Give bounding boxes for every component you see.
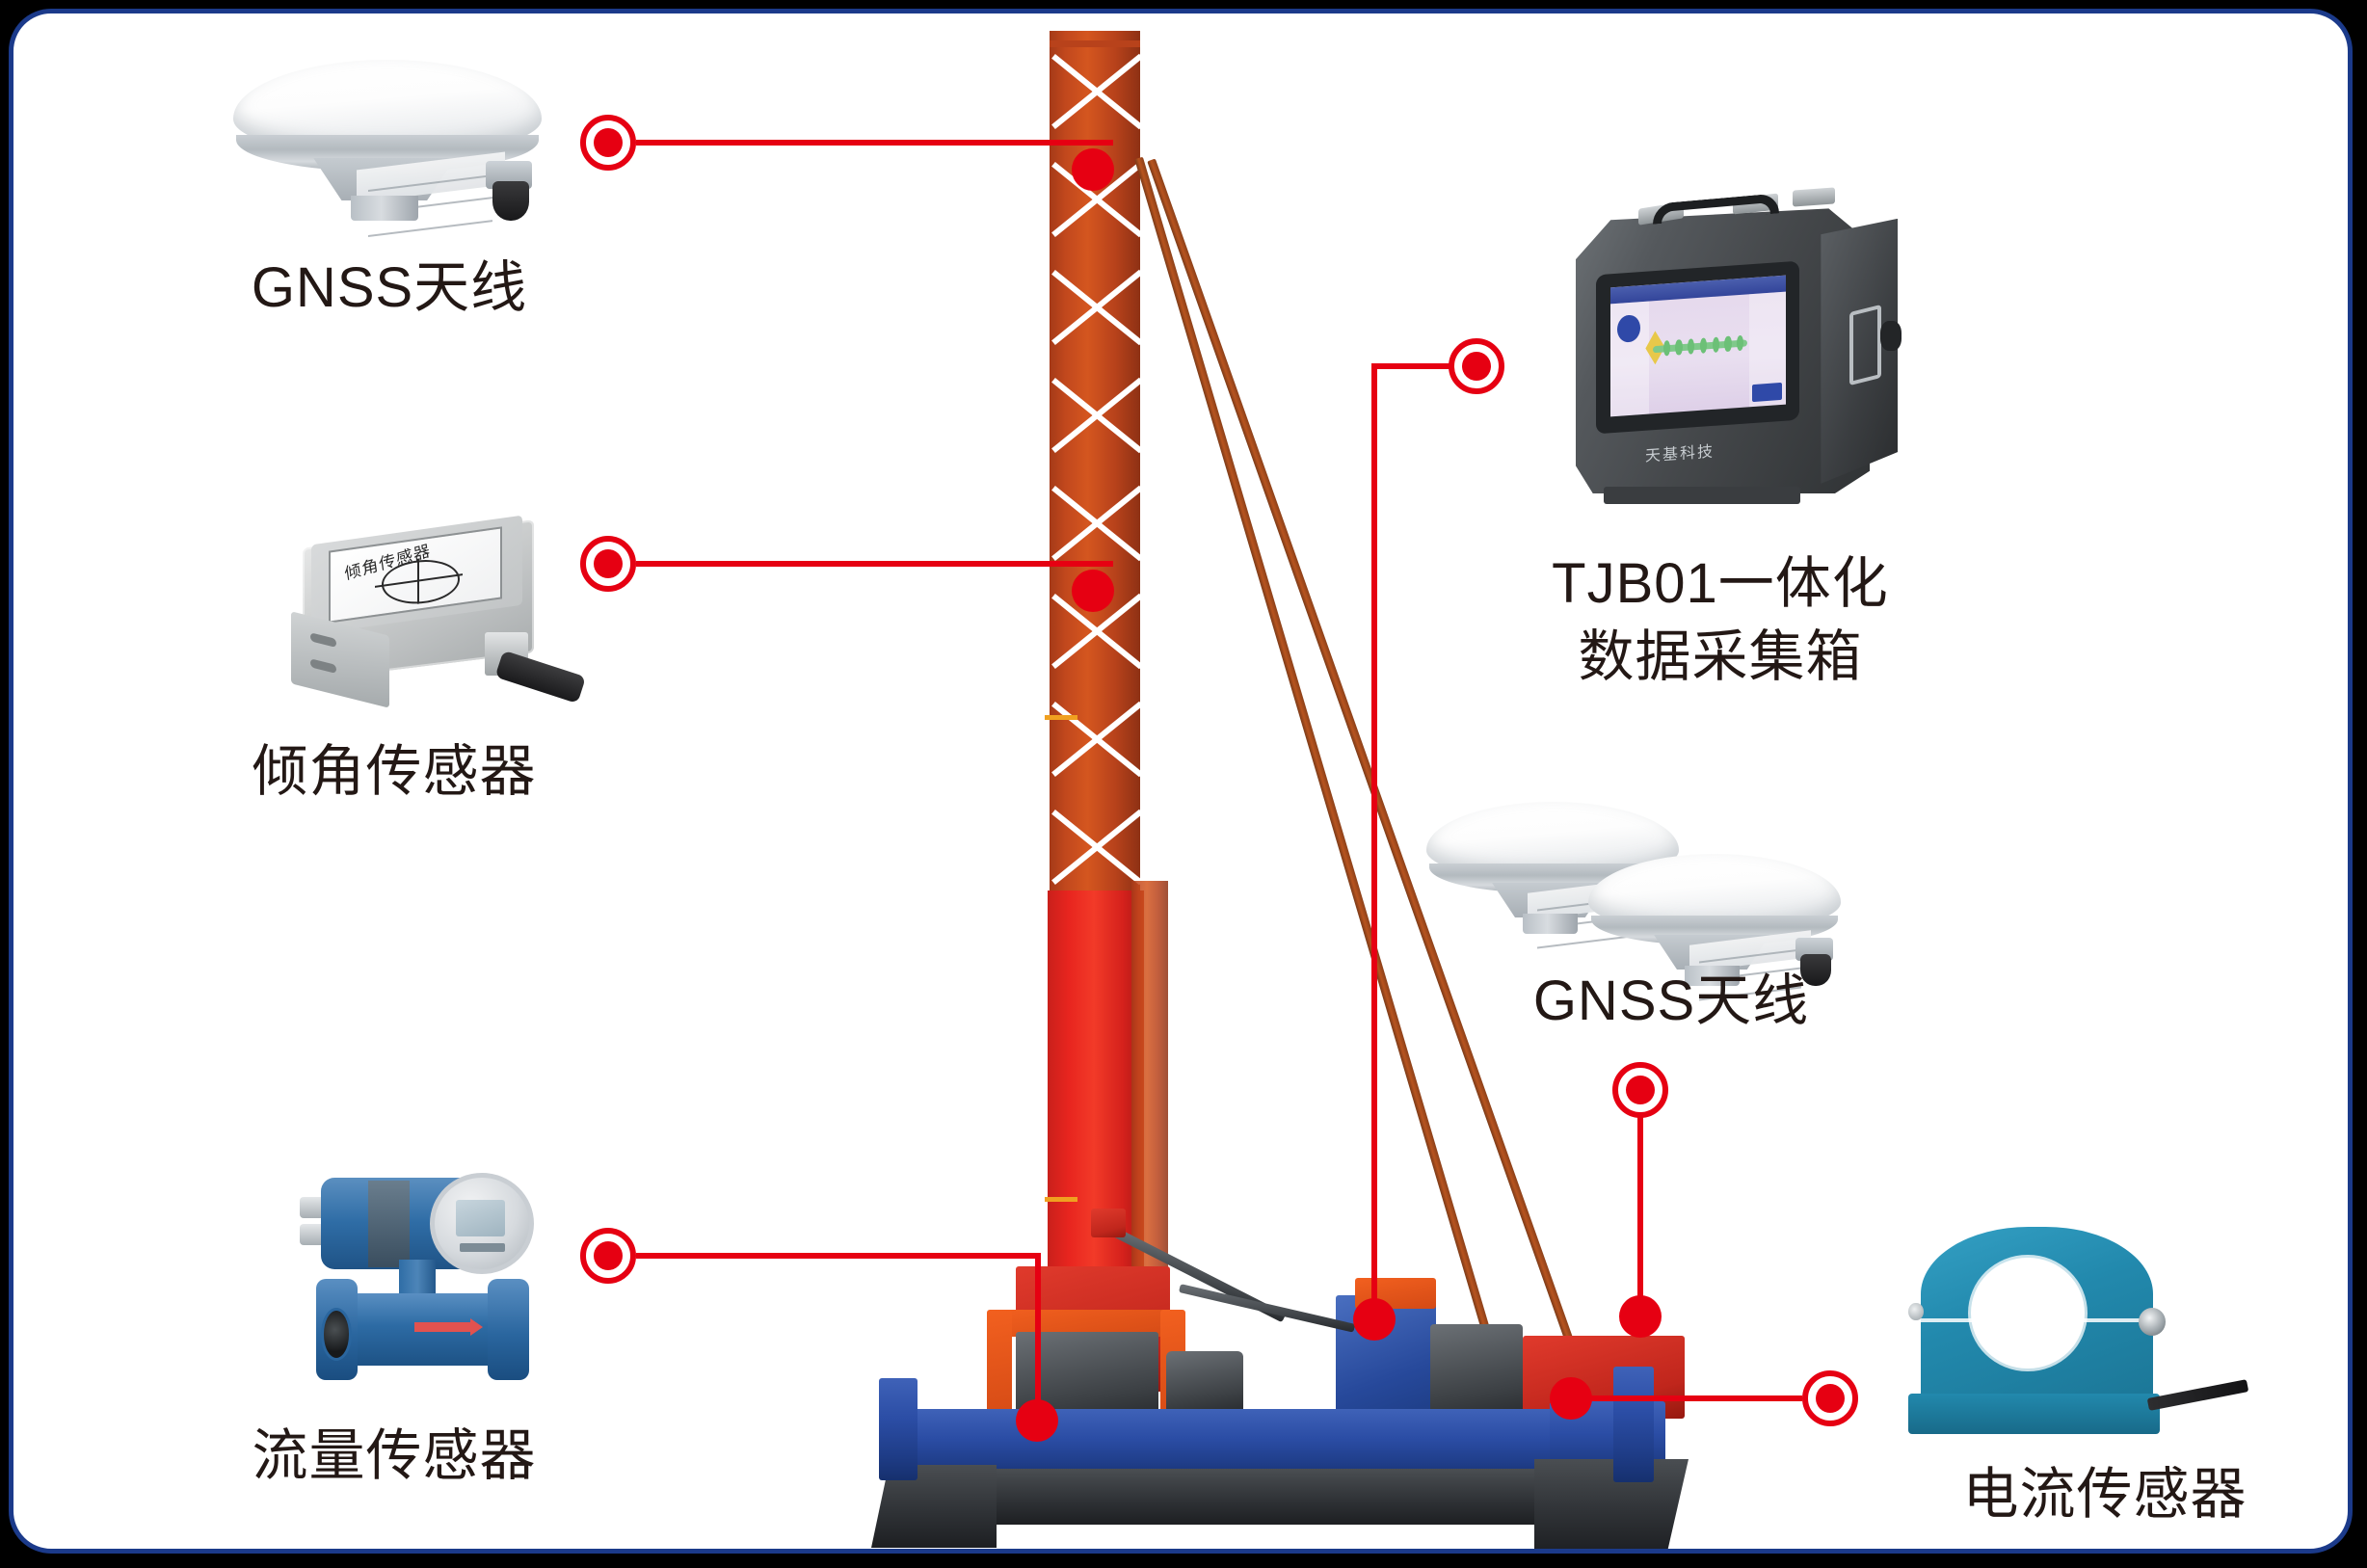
flow-direction-arrow-icon — [414, 1318, 484, 1336]
rig-track-frame — [881, 1469, 1590, 1525]
callout-line-flow-vertical — [1035, 1253, 1041, 1422]
antenna-cable-boot — [492, 180, 530, 221]
anchor-dot-current — [1550, 1377, 1592, 1420]
data-box-base — [1603, 487, 1800, 504]
callout-label-gnss-top: GNSS天线 — [251, 256, 528, 319]
callout-marker-current[interactable] — [1802, 1370, 1858, 1426]
callout-marker-gnss-dual[interactable] — [1612, 1062, 1668, 1118]
anchor-dot-gnss-dual — [1619, 1295, 1662, 1338]
callout-label-flow: 流量传感器 — [252, 1424, 537, 1487]
screen-node-marker — [1699, 337, 1708, 355]
callout-label-databox-line1: TJB01一体化 — [1552, 552, 1889, 615]
device-gnss-antenna-front — [1588, 854, 1841, 1001]
tilt-sensor-cable — [494, 650, 587, 704]
screen-node-marker — [1675, 339, 1683, 356]
rig-outrigger-right — [1613, 1367, 1654, 1482]
antenna-mount-stub — [1522, 914, 1579, 935]
data-box-hinge-right — [1793, 187, 1835, 207]
callout-marker-tilt[interactable] — [580, 536, 636, 592]
callout-marker-flow[interactable] — [580, 1228, 636, 1284]
anchor-dot-tilt — [1072, 570, 1114, 612]
callout-label-tilt: 倾角传感器 — [252, 740, 537, 803]
drilling-rig-illustration — [13, 13, 2348, 1549]
callout-label-gnss-dual: GNSS天线 — [1532, 970, 1810, 1032]
flow-meter-display-housing — [430, 1173, 535, 1274]
screen-stop-button[interactable] — [1752, 383, 1783, 402]
ct-base — [1908, 1394, 2160, 1435]
flow-meter-head-band — [367, 1180, 410, 1267]
rig-guy-cable-2 — [1147, 158, 1574, 1342]
callout-marker-databox[interactable] — [1449, 338, 1504, 394]
ct-conductor-aperture — [1971, 1257, 2086, 1369]
diagram-frame: 倾角传感器 — [9, 9, 2353, 1554]
callout-label-current: 电流传感器 — [1962, 1463, 2247, 1526]
device-gnss-antenna-top — [233, 60, 542, 237]
anchor-dot-gnss-top — [1072, 148, 1114, 191]
rig-drum — [1430, 1324, 1523, 1421]
anchor-dot-flow — [1016, 1399, 1058, 1442]
data-box-knob[interactable] — [1880, 321, 1902, 352]
rig-strut-bracket — [1091, 1209, 1126, 1237]
rig-hydraulic-pump — [1166, 1351, 1243, 1415]
callout-label-databox-line2: 数据采集箱 — [1578, 625, 1863, 688]
screen-node-marker — [1724, 335, 1732, 353]
flow-meter-flange-right — [487, 1279, 529, 1380]
callout-line-gnss-dual — [1637, 1090, 1643, 1319]
flow-meter-bore — [321, 1308, 353, 1361]
callout-line-tilt — [636, 561, 1113, 567]
callout-line-databox-horizontal — [1371, 363, 1477, 369]
flow-meter-keypad — [459, 1243, 505, 1252]
ct-split-line — [1908, 1317, 2166, 1322]
rig-guy-cable-1 — [1134, 156, 1497, 1352]
ct-screw — [1908, 1303, 1924, 1321]
tilt-sensor-crosshair-vertical — [416, 557, 419, 604]
flow-meter-neck — [399, 1260, 436, 1298]
antenna-mount-stub — [350, 196, 418, 221]
rig-hose-run — [1178, 1284, 1356, 1333]
data-box-latch[interactable] — [1848, 304, 1881, 385]
device-data-acquisition-box: 天基科技 — [1561, 175, 1912, 507]
flow-meter-display-screen — [455, 1199, 505, 1236]
data-box-side-panel — [1821, 218, 1899, 484]
callout-marker-gnss-top[interactable] — [580, 115, 636, 171]
rig-track-shoe-right — [1534, 1459, 1689, 1549]
anchor-dot-databox — [1353, 1298, 1396, 1341]
device-current-transformer — [1902, 1197, 2249, 1449]
rig-mast-tick-upper — [1045, 715, 1077, 720]
screen-node-marker — [1712, 336, 1719, 354]
rig-outrigger-left — [879, 1378, 918, 1480]
rig-mast-bracing — [1050, 31, 1140, 898]
antenna-cable-boot — [1800, 953, 1831, 987]
screen-node-marker — [1662, 340, 1670, 357]
screen-node-marker — [1688, 338, 1695, 355]
ct-hinge-pin — [2138, 1308, 2166, 1337]
callout-line-current — [1571, 1395, 1802, 1401]
data-box-screen — [1609, 275, 1786, 417]
callout-line-databox-vertical — [1371, 363, 1377, 1319]
screen-node-marker — [1736, 334, 1744, 352]
device-tilt-sensor: 倾角传感器 — [285, 513, 587, 727]
device-flow-meter — [295, 1168, 555, 1409]
callout-line-flow-horizontal — [636, 1253, 1041, 1259]
rig-rotary-leg-left — [987, 1310, 1012, 1423]
rig-mast-tick-lower — [1045, 1197, 1077, 1202]
callout-line-gnss-top — [636, 140, 1113, 146]
antenna-mount-stub — [1684, 966, 1741, 987]
